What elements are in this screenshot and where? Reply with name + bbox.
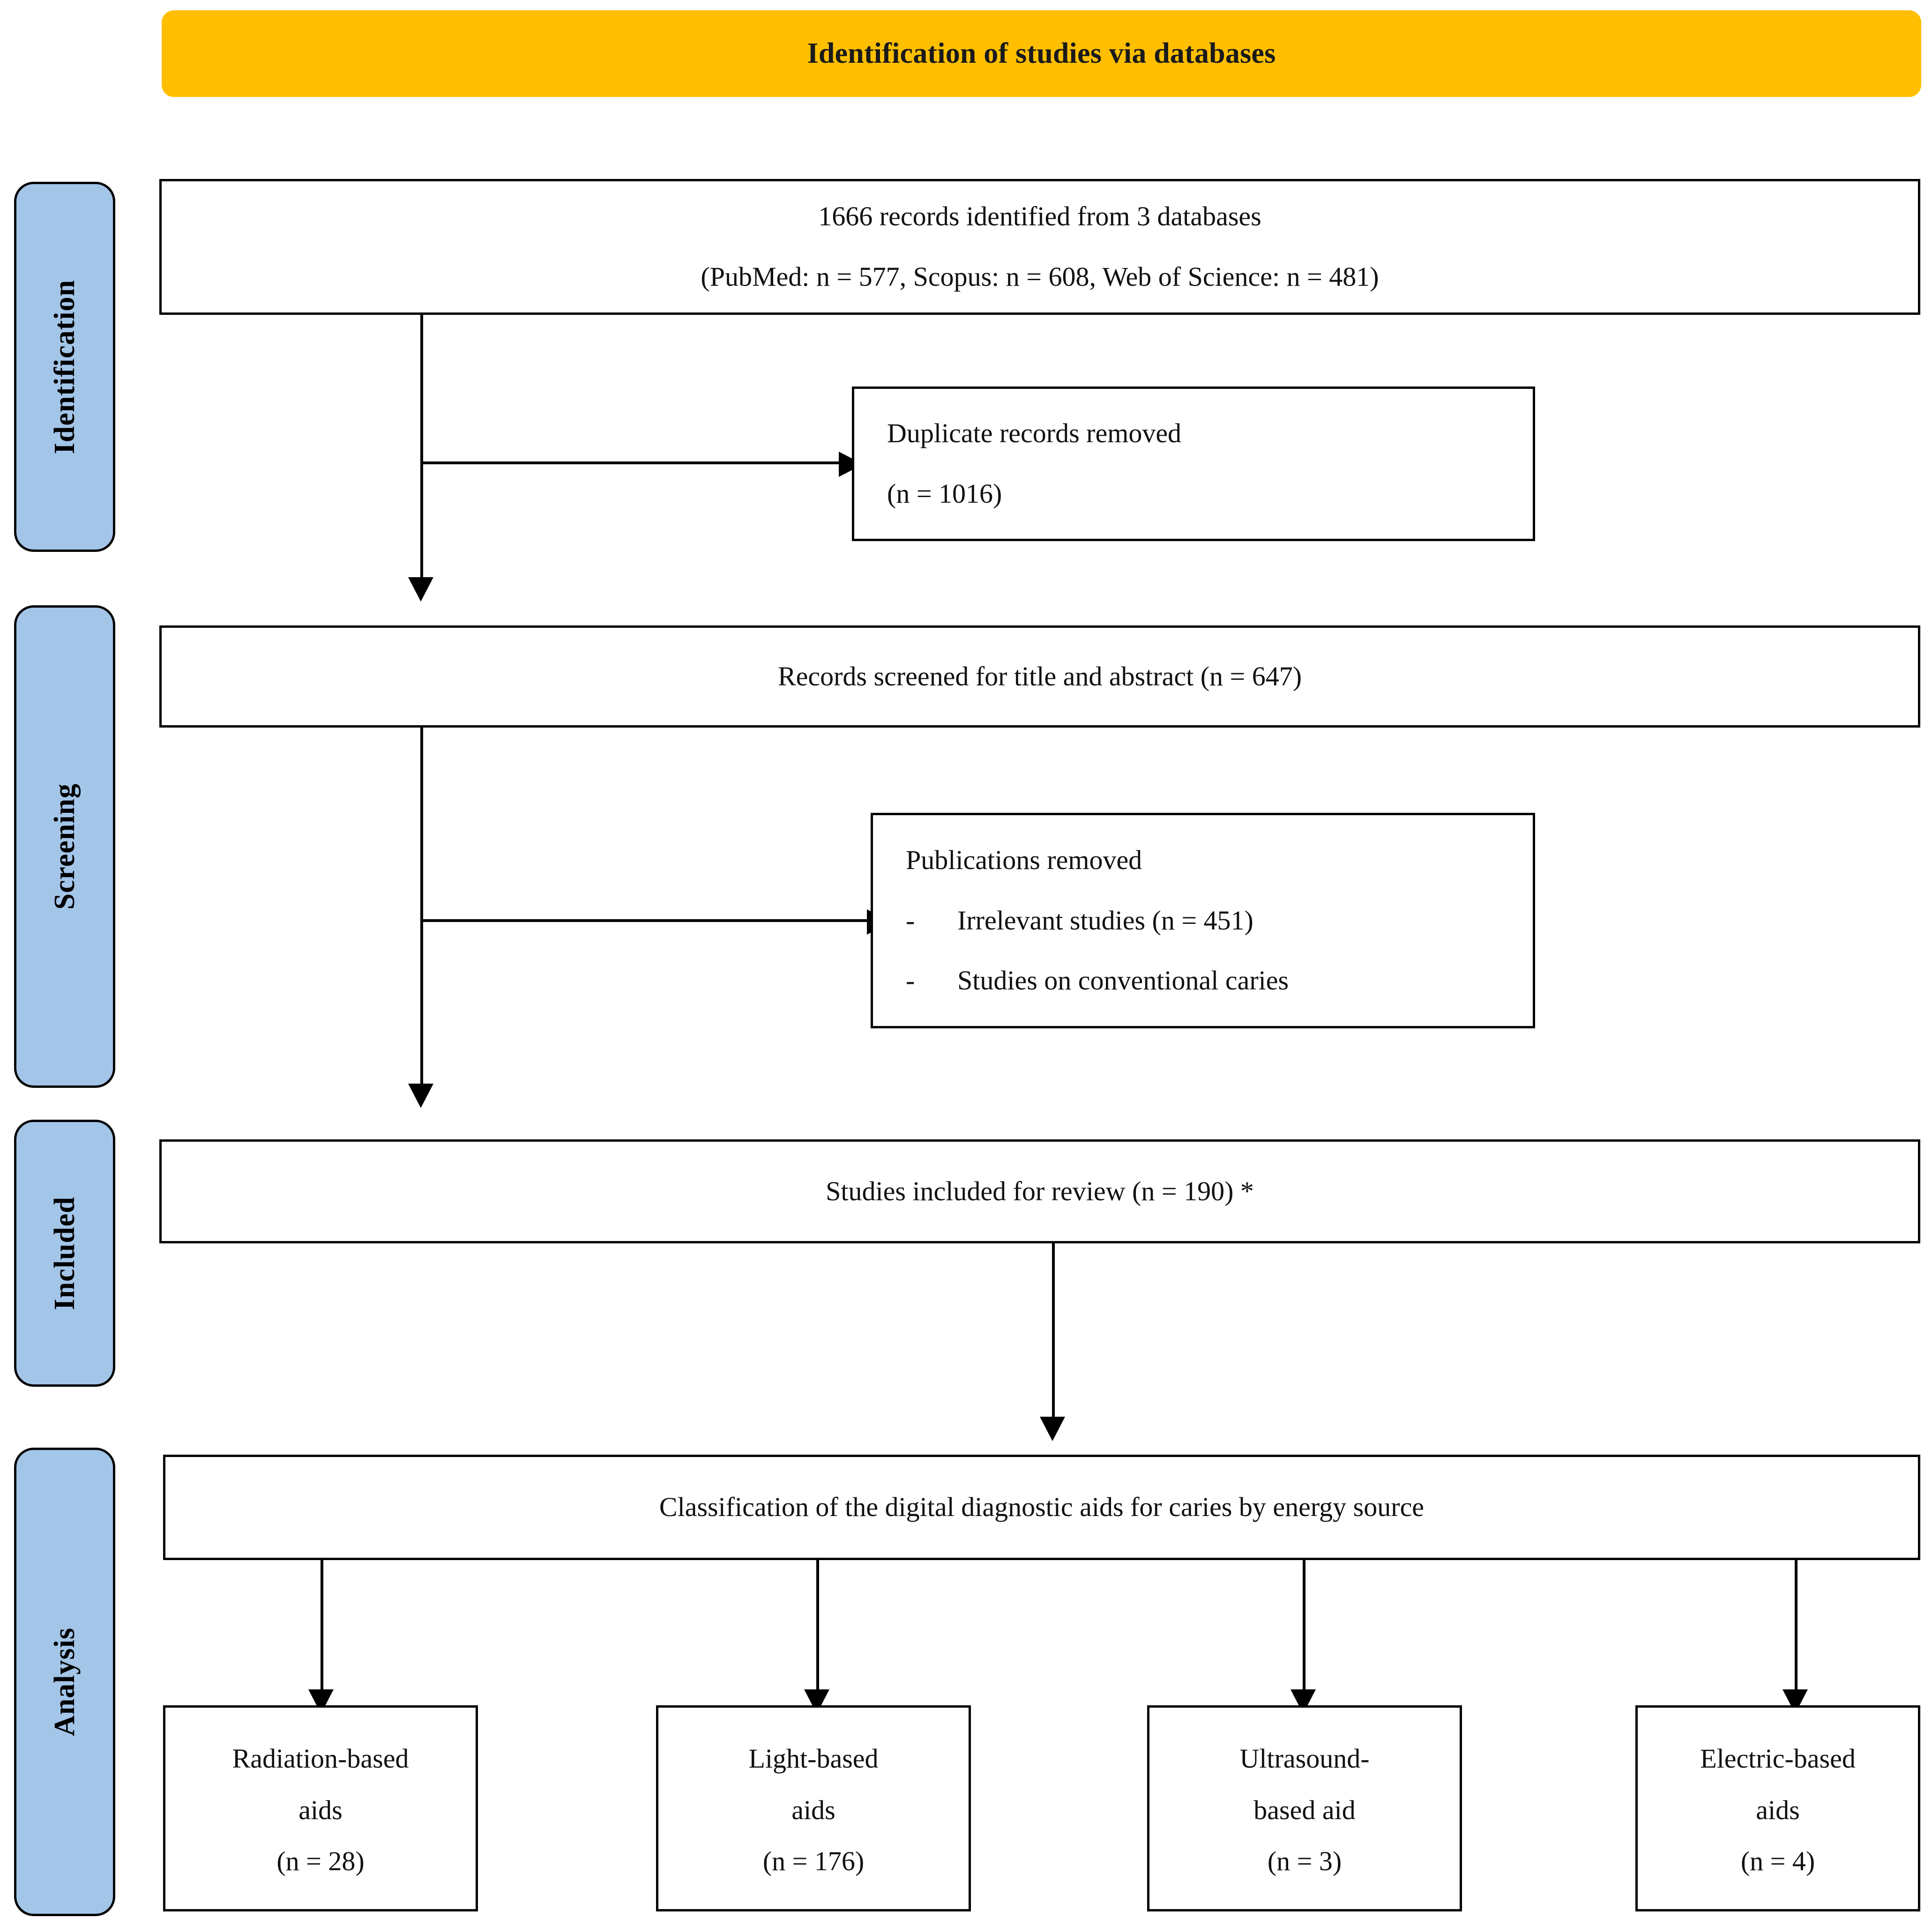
publications-removed-title: Publications removed: [906, 844, 1142, 875]
box-studies-included: Studies included for review (n = 190) *: [159, 1139, 1920, 1243]
records-screened-line1: Records screened for title and abstract …: [777, 661, 1302, 691]
records-identified-line2: (PubMed: n = 577, Scopus: n = 608, Web o…: [701, 261, 1379, 292]
connector-to-ultrasound-aid: [1303, 1560, 1305, 1705]
stage-pill-analysis: Analysis: [14, 1448, 115, 1916]
light-aids-line2: aids: [791, 1794, 835, 1825]
stage-pill-included: Included: [14, 1120, 115, 1387]
electric-aids-line1: Electric-based: [1700, 1743, 1856, 1774]
box-records-identified: 1666 records identified from 3 databases…: [159, 179, 1920, 315]
publications-removed-item-2: - Studies on conventional caries: [873, 965, 1289, 996]
connector-to-duplicates: [422, 461, 843, 464]
arrowhead-to-screened: [408, 577, 433, 602]
connector-included-to-classification: [1052, 1243, 1055, 1431]
ultrasound-aid-line1: Ultrasound-: [1239, 1743, 1370, 1774]
stage-label-screening: Screening: [48, 783, 81, 910]
stage-label-included: Included: [48, 1196, 81, 1310]
arrowhead-to-classification: [1040, 1417, 1065, 1441]
box-records-screened: Records screened for title and abstract …: [159, 625, 1920, 728]
publications-removed-item-1: - Irrelevant studies (n = 451): [873, 905, 1253, 937]
stage-pill-screening: Screening: [14, 605, 115, 1088]
radiation-aids-line3: (n = 28): [276, 1845, 365, 1876]
publications-removed-item-1-text: Irrelevant studies (n = 451): [957, 905, 1253, 936]
ultrasound-aid-line3: (n = 3): [1267, 1845, 1342, 1876]
radiation-aids-line2: aids: [298, 1794, 343, 1825]
arrowhead-to-included: [408, 1084, 433, 1108]
connector-to-electric-aids: [1795, 1560, 1798, 1705]
leaf-box-ultrasound-based-aid: Ultrasound- based aid (n = 3): [1147, 1705, 1462, 1911]
leaf-box-radiation-based-aids: Radiation-based aids (n = 28): [163, 1705, 478, 1911]
light-aids-line3: (n = 176): [762, 1845, 865, 1876]
leaf-box-light-based-aids: Light-based aids (n = 176): [656, 1705, 971, 1911]
leaf-box-electric-based-aids: Electric-based aids (n = 4): [1635, 1705, 1920, 1911]
radiation-aids-line1: Radiation-based: [232, 1743, 409, 1774]
box-duplicate-records-removed: Duplicate records removed (n = 1016): [852, 387, 1535, 541]
light-aids-line1: Light-based: [748, 1743, 879, 1774]
electric-aids-line3: (n = 4): [1740, 1845, 1815, 1876]
diagram-header-banner: Identification of studies via databases: [162, 10, 1921, 97]
bullet-dash-icon: -: [906, 965, 915, 996]
diagram-title: Identification of studies via databases: [807, 37, 1276, 69]
box-publications-removed: Publications removed - Irrelevant studie…: [871, 813, 1535, 1028]
stage-label-analysis: Analysis: [48, 1628, 81, 1736]
connector-screened-down: [420, 728, 423, 1098]
ultrasound-aid-line2: based aid: [1253, 1794, 1356, 1825]
connector-to-radiation-aids: [321, 1560, 323, 1705]
stage-label-identification: Identification: [48, 279, 81, 454]
stage-pill-identification: Identification: [14, 182, 115, 552]
duplicates-line2: (n = 1016): [887, 478, 1002, 509]
publications-removed-item-2-text: Studies on conventional caries: [957, 965, 1289, 996]
classification-line1: Classification of the digital diagnostic…: [659, 1492, 1425, 1523]
electric-aids-line2: aids: [1756, 1794, 1800, 1825]
bullet-dash-icon: -: [906, 905, 915, 936]
studies-included-line1: Studies included for review (n = 190) *: [826, 1175, 1254, 1206]
connector-identified-down: [420, 315, 423, 591]
duplicates-line1: Duplicate records removed: [887, 418, 1182, 449]
box-classification: Classification of the digital diagnostic…: [163, 1455, 1920, 1560]
records-identified-line1: 1666 records identified from 3 databases: [818, 201, 1261, 232]
connector-to-light-aids: [816, 1560, 819, 1705]
connector-to-publications-removed: [422, 919, 872, 922]
